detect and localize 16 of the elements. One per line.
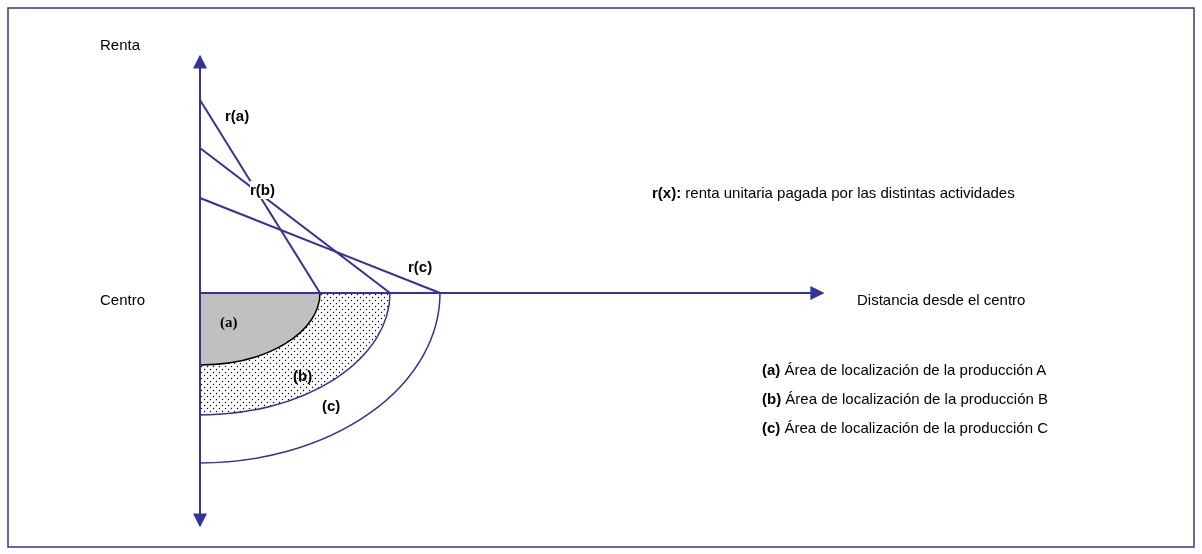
axis-label: Renta bbox=[100, 36, 141, 54]
location-zone bbox=[200, 293, 320, 365]
note-text: r(x): renta unitaria pagada por las distintas actividades bbox=[652, 184, 1015, 202]
origin-label: Centro bbox=[100, 291, 146, 309]
line-label: r(c) bbox=[408, 258, 433, 276]
key-text: (a) Área de localización de la producción A bbox=[762, 361, 1047, 379]
location-zone bbox=[200, 293, 390, 415]
key-text: (c) Área de localización de la producción C bbox=[762, 419, 1048, 437]
zone-label: (c) bbox=[322, 397, 341, 415]
zone-label: (b) bbox=[293, 367, 313, 385]
zone-label: (a) bbox=[220, 313, 238, 331]
axis-label: Distancia desde el centro bbox=[857, 291, 1026, 309]
line-label: r(a) bbox=[225, 107, 250, 125]
key-text: (b) Área de localización de la producción B bbox=[762, 390, 1048, 408]
line-label: r(b) bbox=[250, 181, 275, 199]
location-zone bbox=[200, 293, 440, 463]
